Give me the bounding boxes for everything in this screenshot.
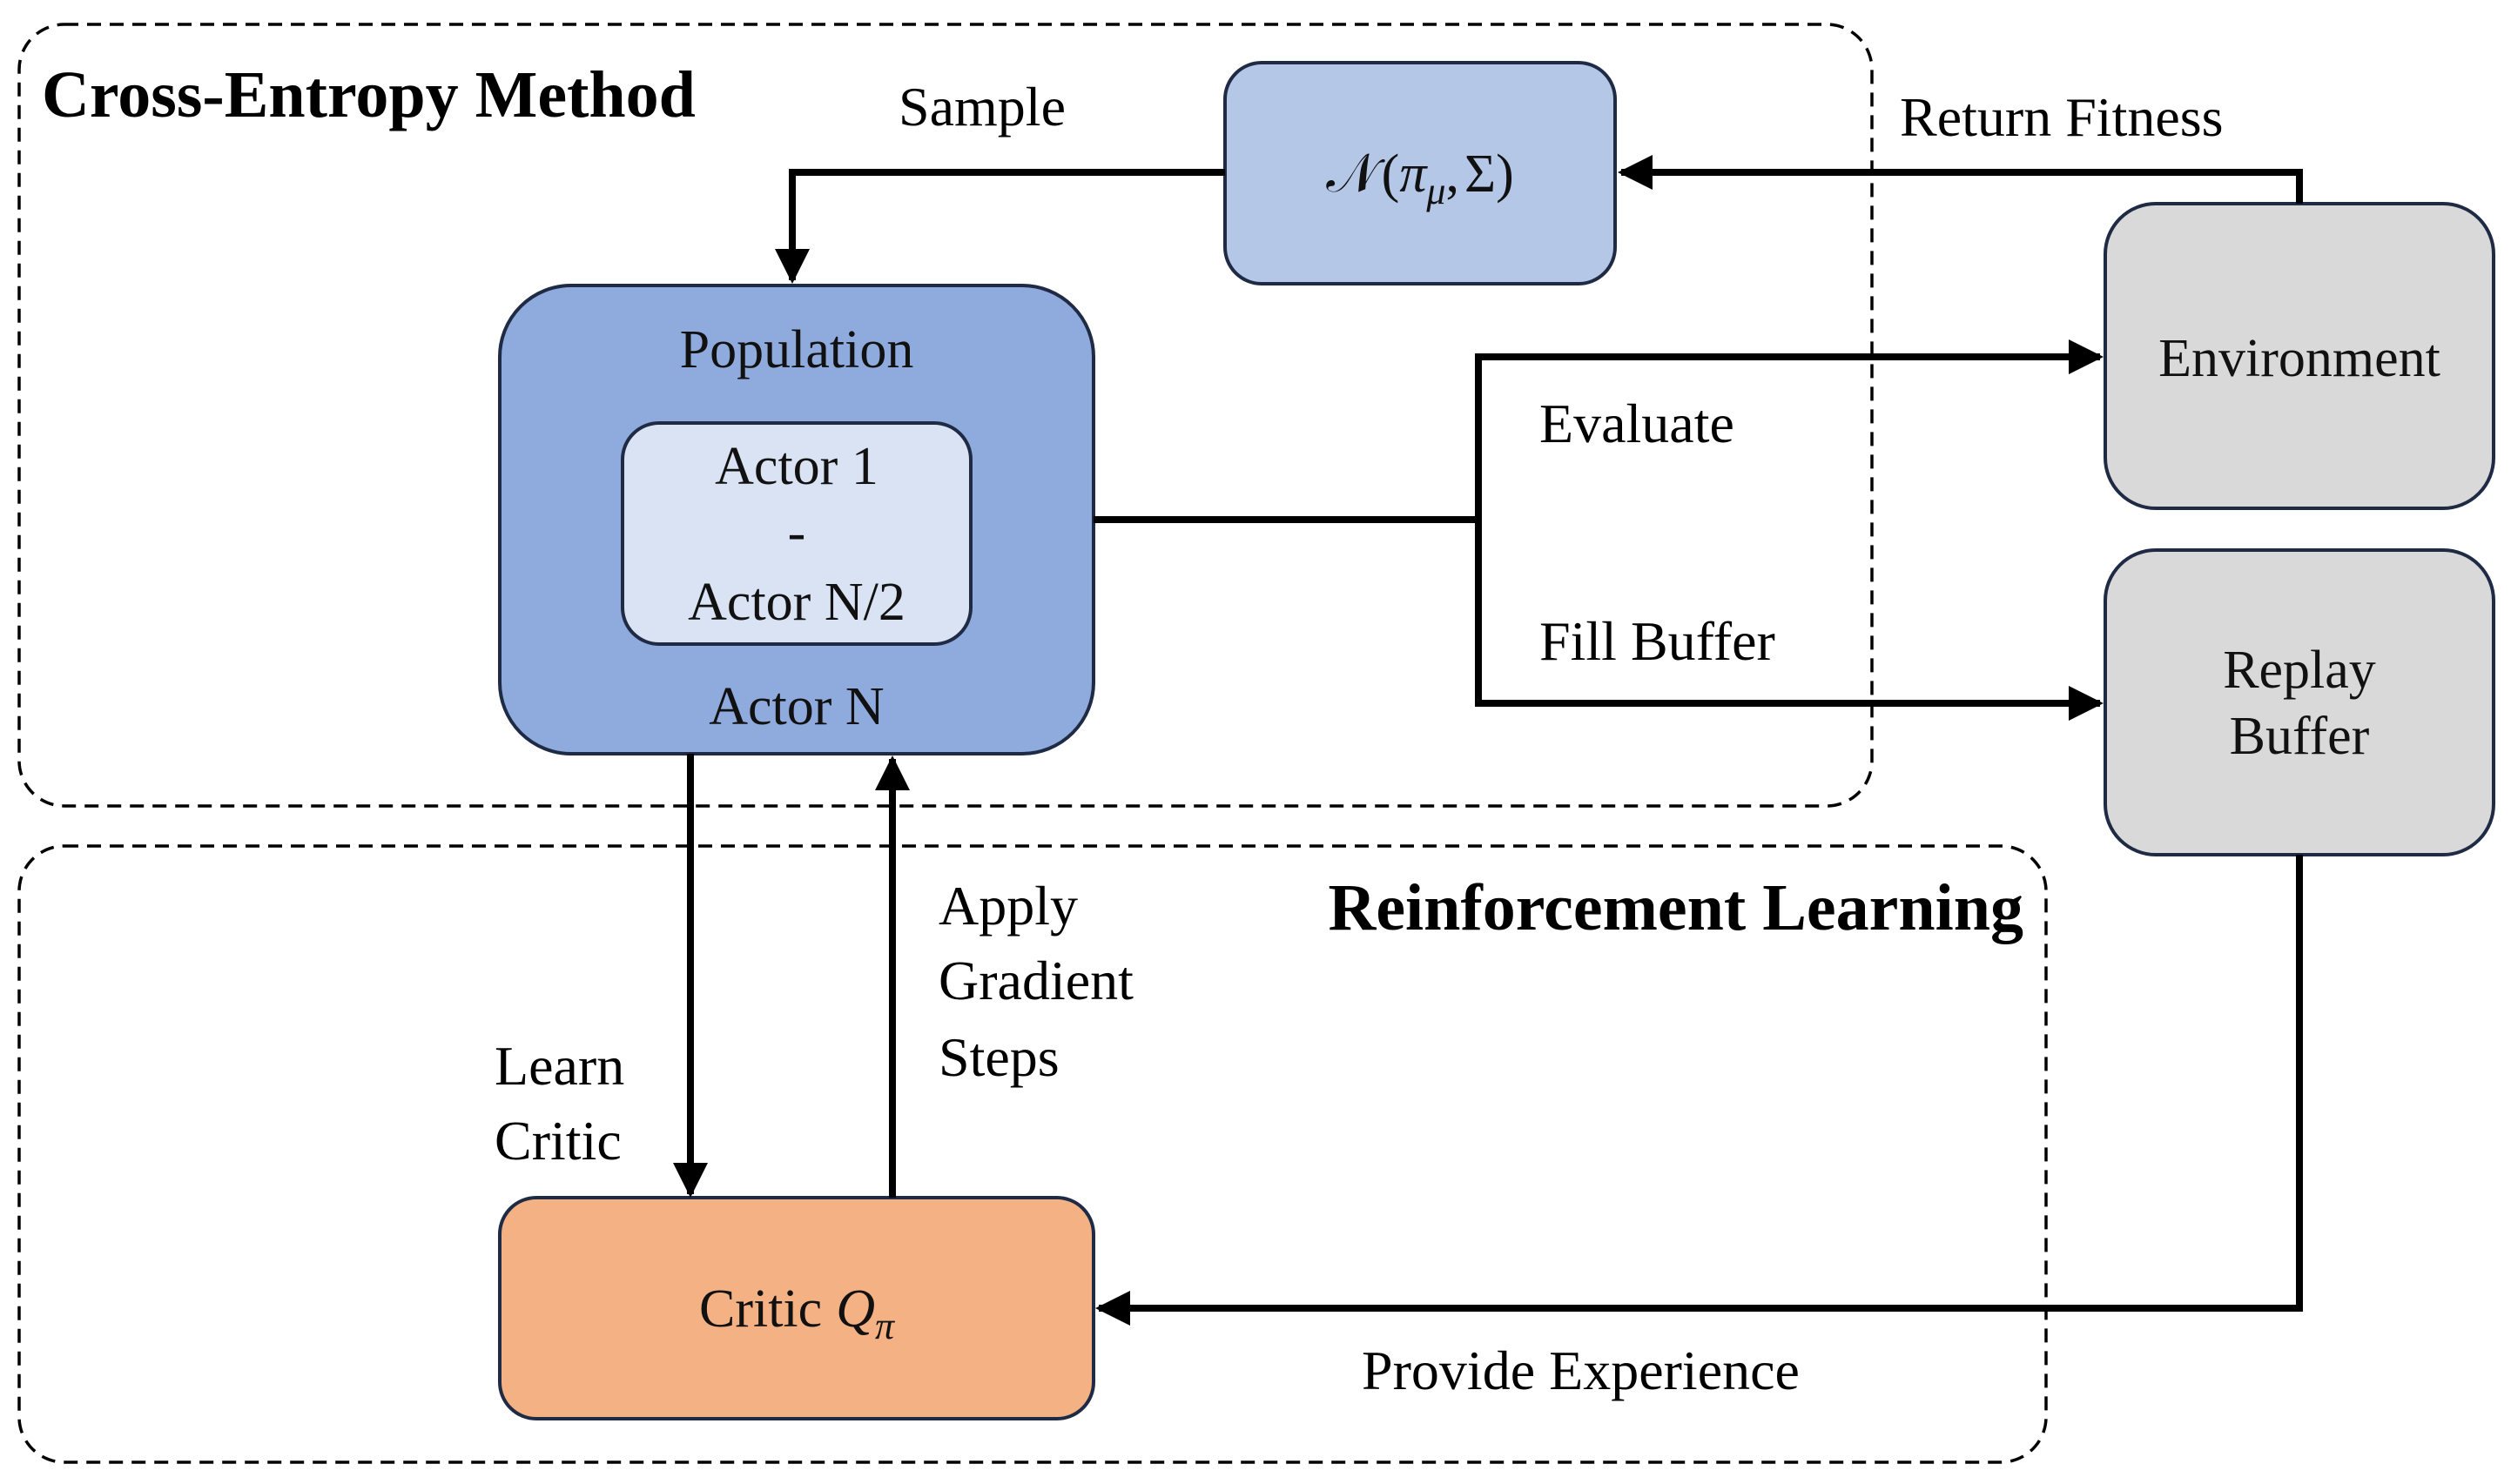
population-node: Population Actor 1 - Actor N/2 Actor N [498,284,1095,755]
provide-experience-arrow [1095,855,2303,1326]
cem-group-boundary [17,23,1874,808]
environment-label: Environment [2158,329,2440,388]
fill-buffer-label: Fill Buffer [1539,610,1775,672]
sample-label: Sample [899,76,1066,138]
apply-label-line2: Gradient [939,950,1134,1011]
distribution-comma: , [1445,144,1459,204]
rl-group-title: Reinforcement Learning [1328,871,2023,944]
actors-subset-line1: Actor 1 [715,437,879,496]
distribution-node: 𝒩(πμ,Σ) [1223,61,1617,285]
distribution-close-paren: ) [1496,144,1514,204]
provide-experience-label: Provide Experience [1362,1340,1800,1401]
actors-subset-line3: Actor N/2 [688,573,905,632]
learn-critic-label-line1: Learn [495,1035,624,1097]
distribution-pi: π [1399,144,1428,204]
critic-label: Critic [699,1279,822,1339]
apply-label-line3: Steps [939,1026,1060,1088]
normal-distribution-symbol: 𝒩 [1326,141,1385,205]
actors-subset-line2: - [788,503,806,562]
population-actor-n: Actor N [709,677,884,736]
actors-subset-box [621,421,973,646]
replay-buffer-line2: Buffer [2230,707,2370,766]
distribution-open-paren: ( [1382,144,1400,204]
learn-critic-label-line2: Critic [495,1110,622,1172]
critic-q-subscript: π [875,1305,896,1347]
sample-arrow [775,169,1225,284]
rl-group-boundary [17,844,2048,1464]
evaluate-label: Evaluate [1539,393,1734,454]
apply-label-line1: Apply [939,875,1078,937]
distribution-sigma: Σ [1464,144,1496,204]
critic-q: Q [836,1279,875,1339]
distribution-mu: μ [1425,170,1445,212]
replay-buffer-line1: Replay [2223,641,2376,700]
population-title: Population [680,320,914,379]
cem-group-title: Cross-Entropy Method [42,58,696,131]
replay-buffer-node: Replay Buffer [2104,548,2495,856]
return-fitness-label: Return Fitness [1900,86,2224,148]
environment-node: Environment [2104,202,2495,510]
svg-text:𝒩(πμ,Σ): 𝒩(πμ,Σ) [1326,141,1513,212]
return-fitness-arrow [1618,155,2303,204]
